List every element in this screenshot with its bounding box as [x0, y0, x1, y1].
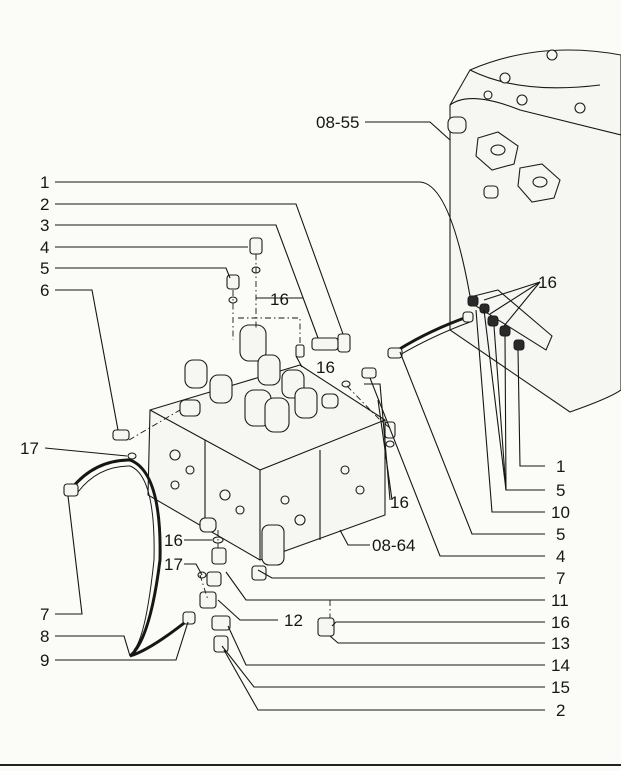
callout-16: 16 [316, 358, 335, 377]
callout-7: 7 [556, 569, 565, 588]
leader-lines-left [44, 181, 471, 661]
ref-08-64: 08-64 [372, 536, 415, 555]
callout-17: 17 [164, 555, 183, 574]
page-bottom-rule [0, 764, 621, 766]
callout-4: 4 [40, 238, 49, 257]
callout-5: 5 [40, 259, 49, 278]
callout-16: 16 [551, 613, 570, 632]
hose-lower [63, 458, 196, 658]
assembly-lines [128, 254, 391, 618]
callout-16: 16 [164, 531, 183, 550]
callouts-left: 1 2 3 4 5 6 17 7 8 9 16 17 [20, 173, 183, 670]
callout-5: 5 [556, 525, 565, 544]
callout-16: 16 [270, 290, 289, 309]
ref-08-55: 08-55 [316, 113, 359, 132]
callout-16: 16 [538, 273, 557, 292]
callout-9: 9 [40, 651, 49, 670]
callout-16: 16 [390, 493, 409, 512]
callout-3: 3 [40, 216, 49, 235]
callouts-inline: 16 16 16 16 08-55 08-64 [270, 113, 557, 555]
fittings [112, 237, 396, 653]
callout-1: 1 [556, 457, 565, 476]
callout-14: 14 [551, 656, 570, 675]
callout-8: 8 [40, 627, 49, 646]
control-valve [147, 324, 386, 566]
hose-upper [387, 311, 474, 359]
callout-2: 2 [556, 701, 565, 720]
callout-11: 11 [551, 591, 569, 610]
callout-17: 17 [20, 439, 39, 458]
callout-1: 1 [40, 173, 49, 192]
callout-15: 15 [551, 678, 570, 697]
callout-4: 4 [556, 547, 565, 566]
callout-12: 12 [284, 611, 303, 630]
callout-5: 5 [556, 481, 565, 500]
callout-2: 2 [40, 195, 49, 214]
callout-13: 13 [551, 634, 570, 653]
callout-7: 7 [40, 605, 49, 624]
callout-10: 10 [551, 503, 570, 522]
hydraulic-tank [447, 49, 621, 413]
callouts-right: 1 5 10 5 4 7 11 16 13 14 15 2 12 [284, 457, 570, 720]
callout-6: 6 [40, 281, 49, 300]
leader-lines-right [217, 121, 545, 711]
